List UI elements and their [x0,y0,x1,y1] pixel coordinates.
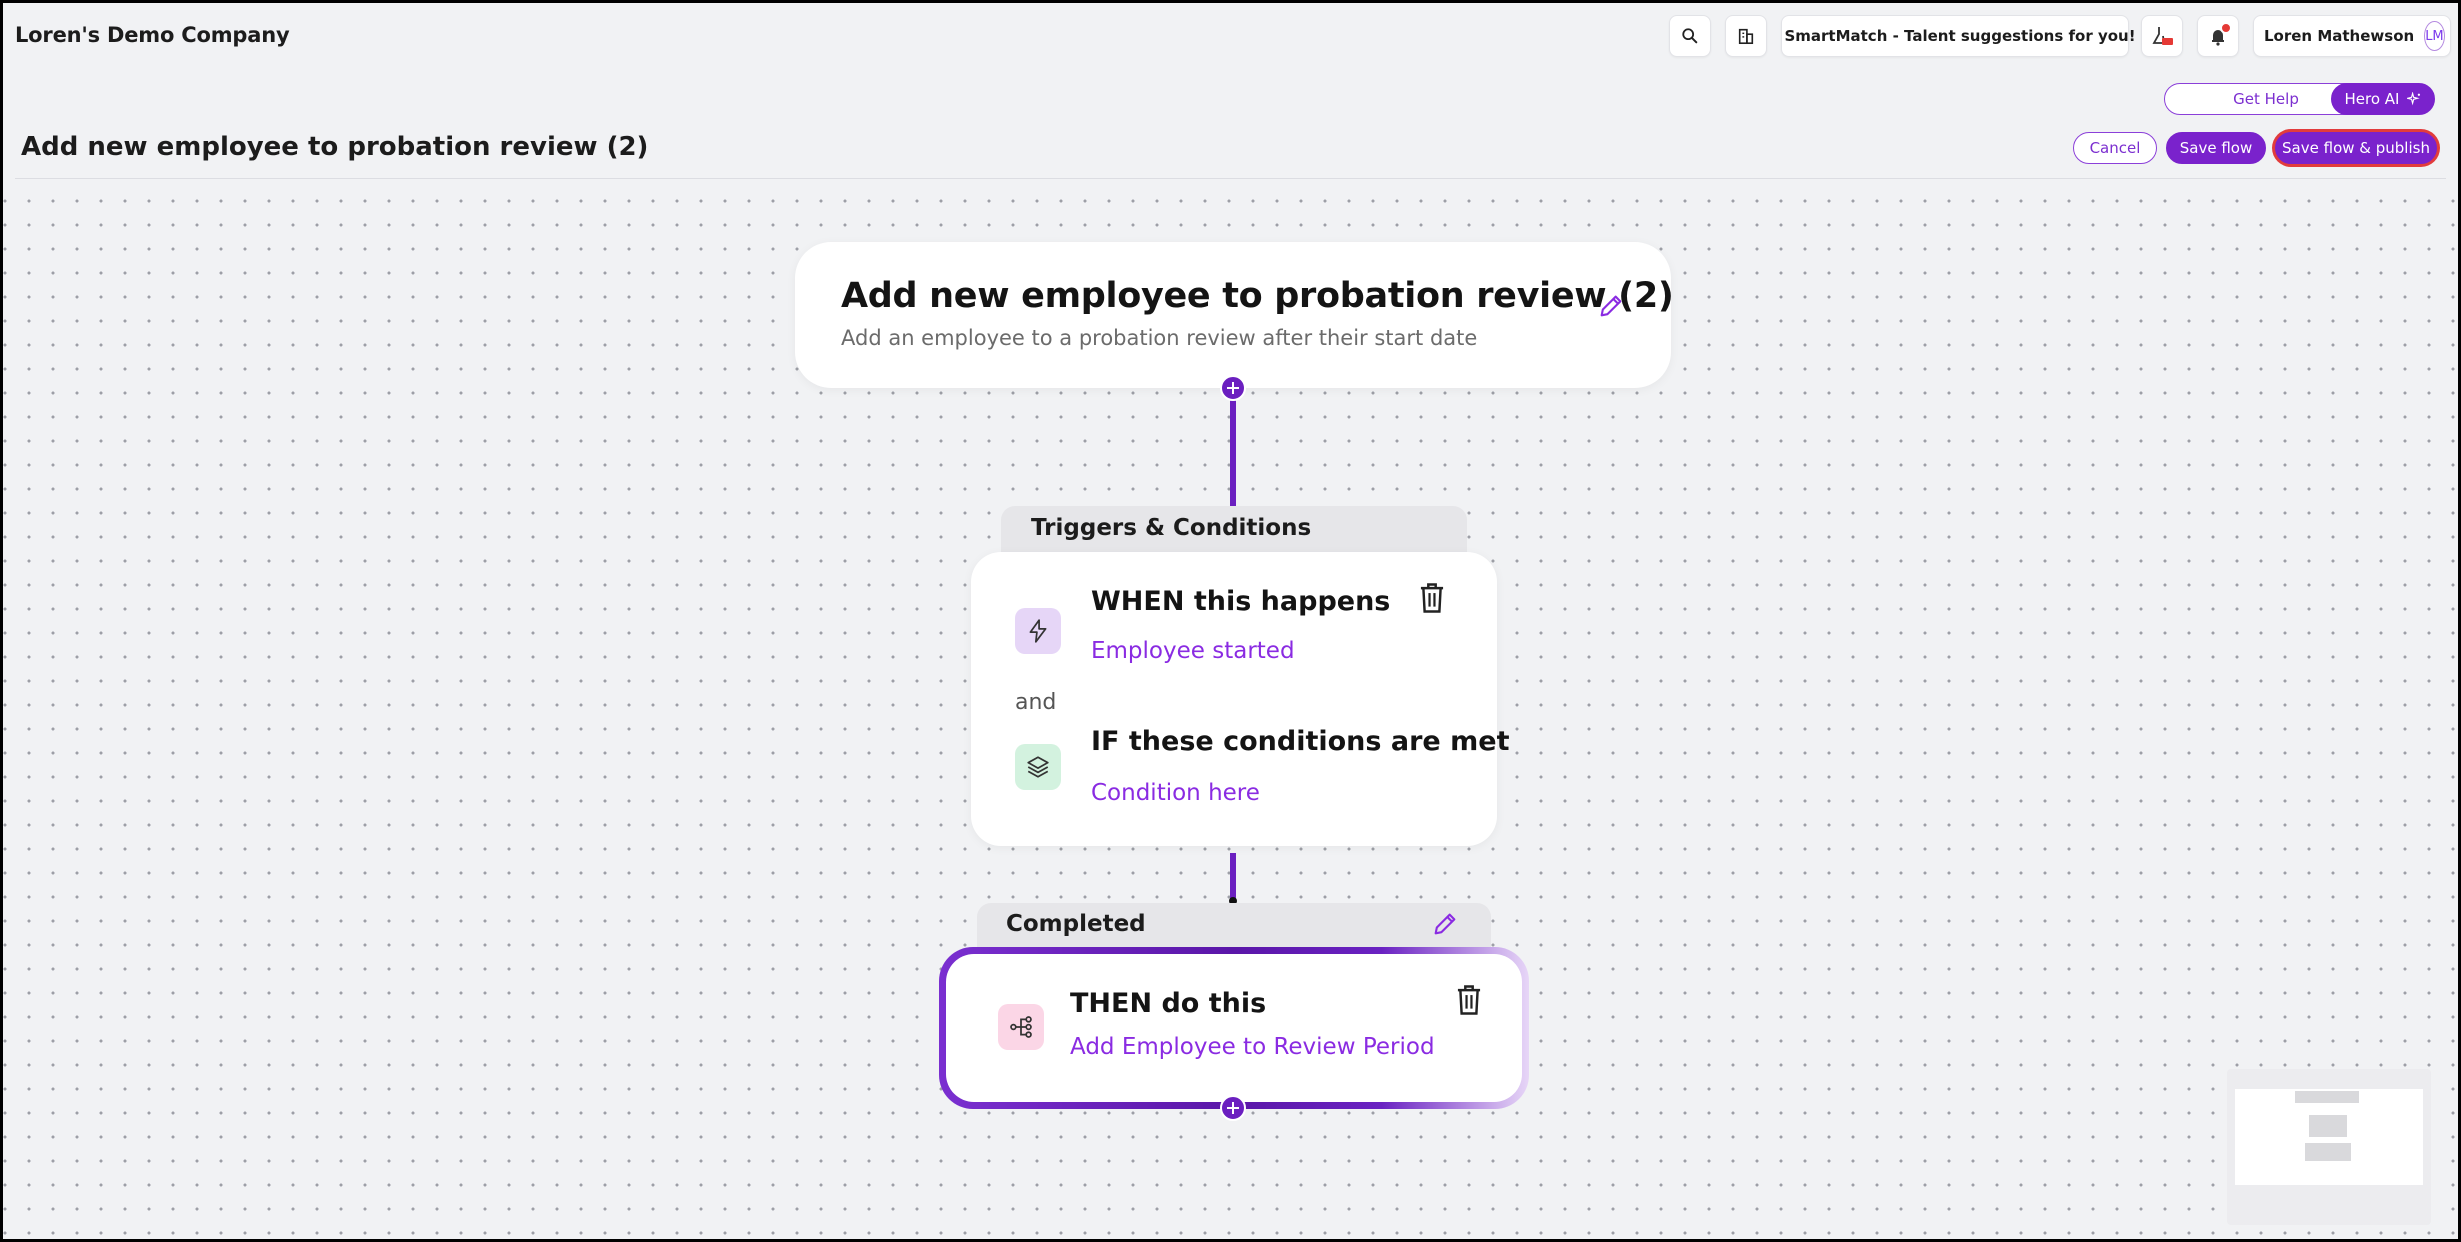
smartmatch-label: SmartMatch - Talent suggestions for you! [1784,27,2136,45]
search-icon [1682,28,1698,44]
triggers-card[interactable]: WHEN this happens Employee started and I… [971,552,1509,846]
flow-connector [1230,853,1236,903]
minimap-node [2295,1091,2359,1103]
action-value-link[interactable]: Add Employee to Review Period [1070,1034,1435,1060]
hero-ai-button[interactable]: Hero AI [2331,83,2435,115]
flow-title: Add new employee to probation review (2) [841,276,1674,316]
flow-description: Add an employee to a probation review af… [841,326,1478,350]
connector-dot [1229,897,1237,905]
building-icon [1738,28,1754,45]
bell-icon [2212,30,2224,46]
pencil-icon[interactable] [1431,910,1459,938]
add-step-button[interactable] [1220,375,1246,401]
smartmatch-button[interactable]: SmartMatch - Talent suggestions for you! [1781,15,2136,57]
triggers-section-label: Triggers & Conditions [1031,515,1312,541]
plus-icon [1227,1102,1239,1114]
sparkle-icon [2407,92,2421,106]
user-name: Loren Mathewson [2264,27,2415,45]
cancel-button[interactable]: Cancel [2073,132,2157,164]
condition-icon-box [1015,744,1061,790]
hero-ai-label: Hero AI [2344,90,2400,108]
lightning-icon [1029,619,1047,643]
add-step-button[interactable] [1220,1095,1246,1121]
trash-icon[interactable] [1417,582,1447,614]
action-card-body: THEN do this Add Employee to Review Peri… [946,954,1522,1102]
and-label: and [1015,690,1057,715]
flow-canvas[interactable]: Add new employee to probation review (2)… [3,179,2458,1239]
notification-badge [2220,22,2232,34]
if-heading: IF these conditions are met [1091,726,1510,757]
minimap-node [2309,1115,2347,1137]
plus-icon [1227,382,1239,394]
organization-button[interactable] [1725,15,1767,57]
when-heading: WHEN this happens [1091,586,1391,617]
save-publish-button[interactable]: Save flow & publish [2275,132,2437,164]
avatar: LM [2424,21,2445,51]
trigger-icon-box [1015,608,1061,654]
workflow-icon [1010,1016,1032,1038]
page-title: Add new employee to probation review (2) [21,132,649,162]
beta-features-button[interactable] [2141,15,2183,57]
get-help-button[interactable]: Get Help [2164,83,2368,115]
save-flow-button[interactable]: Save flow [2166,132,2266,164]
beta-flask-icon [2152,27,2173,45]
app-window: Loren's Demo Company SmartMatch - Talent… [3,3,2458,1239]
notifications-button[interactable] [2197,15,2239,57]
flow-info-card[interactable]: Add new employee to probation review (2)… [795,242,1674,388]
completed-section-label: Completed [1006,911,1146,937]
action-icon-box [998,1004,1044,1050]
header-divider [15,178,2446,179]
minimap-viewport [2235,1089,2423,1185]
condition-value-link[interactable]: Condition here [1091,780,1260,806]
trash-icon[interactable] [1454,984,1484,1016]
then-heading: THEN do this [1070,988,1267,1019]
minimap-node [2305,1143,2351,1161]
flow-connector [1230,389,1236,509]
search-button[interactable] [1669,15,1711,57]
company-name[interactable]: Loren's Demo Company [15,23,290,47]
minimap[interactable] [2227,1069,2431,1225]
trigger-value-link[interactable]: Employee started [1091,638,1295,664]
pencil-icon[interactable] [1597,292,1625,320]
user-menu[interactable]: Loren Mathewson LM [2253,15,2451,57]
layers-icon [1027,756,1049,778]
action-card[interactable]: THEN do this Add Employee to Review Peri… [939,947,1529,1109]
